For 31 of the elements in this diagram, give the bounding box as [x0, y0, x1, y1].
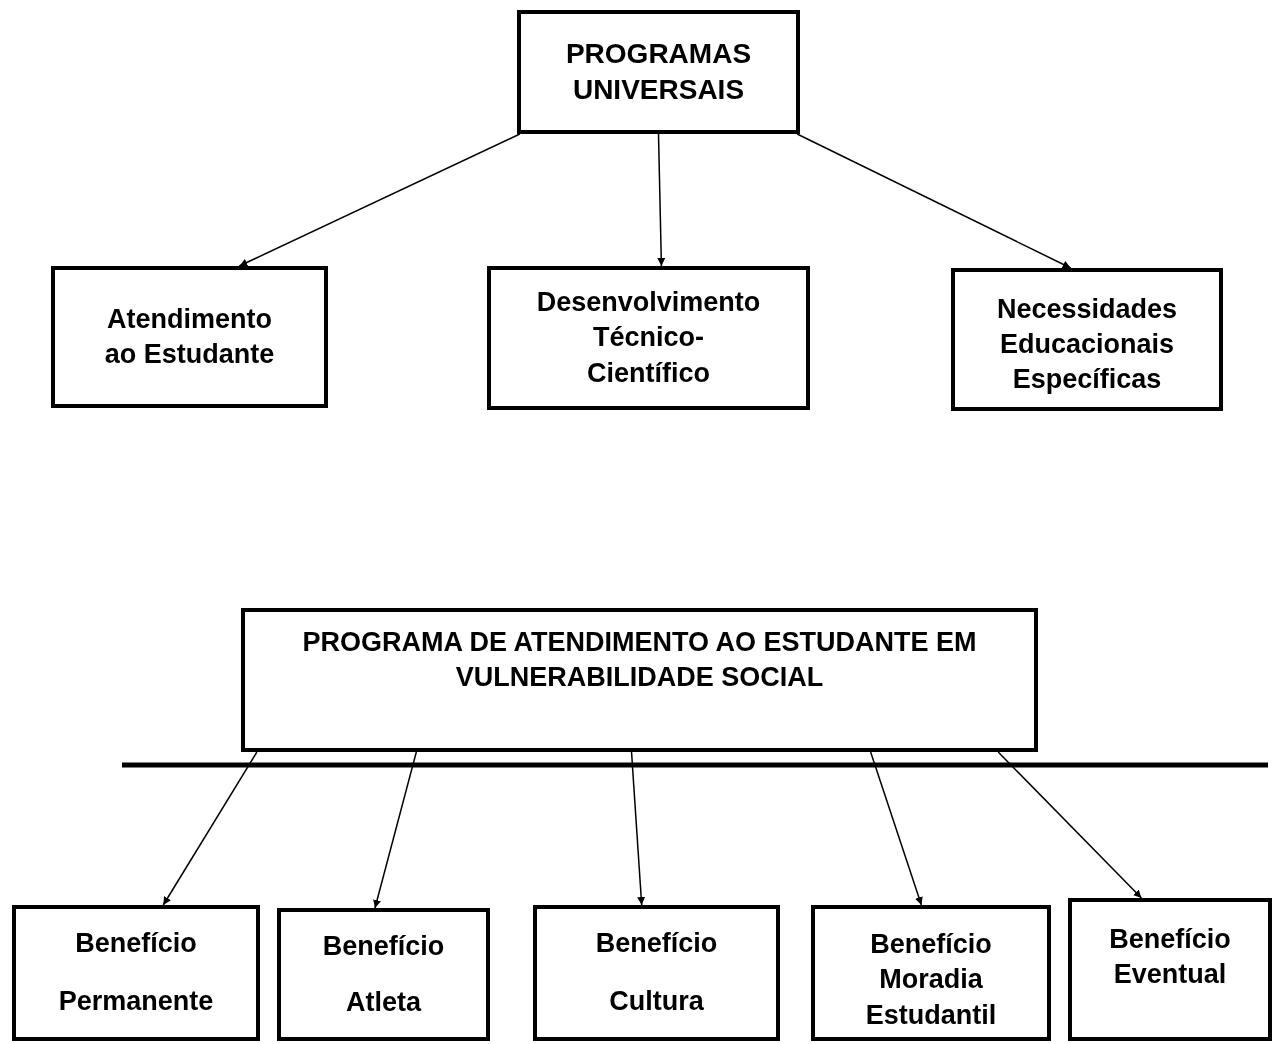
box-label: PROGRAMAS UNIVERSAIS: [564, 36, 753, 107]
box-label: Atleta: [346, 986, 421, 1020]
text-box: [517, 10, 800, 134]
box-label: Benefício Eventual: [1108, 923, 1232, 992]
box-label: Cultura: [609, 985, 704, 1019]
arrow: [796, 133, 1072, 269]
box-label: Desenvolvimento Técnico-Científico: [536, 286, 761, 390]
text-box: [51, 266, 328, 408]
text-box: [277, 908, 490, 1041]
arrow: [869, 751, 923, 906]
box-label: Necessidades Educacionais Específicas: [995, 292, 1179, 397]
arrow: [162, 751, 258, 906]
text-box: [12, 905, 260, 1041]
arrow: [657, 133, 666, 267]
box-label: PROGRAMA DE ATENDIMENTO AO ESTUDANTE EM VULNERABILIDADE SOCIAL: [301, 625, 978, 694]
box-label: Permanente: [58, 985, 214, 1019]
arrow: [630, 751, 646, 906]
text-box: [811, 905, 1051, 1041]
text-box: [533, 905, 780, 1041]
arrow: [238, 133, 521, 267]
box-label: Atendimento ao Estudante: [103, 302, 276, 371]
box-label: Benefício: [595, 927, 718, 961]
box-label: Benefício Moradia Estudantil: [864, 928, 998, 1032]
arrow: [997, 751, 1143, 899]
text-box: [951, 268, 1223, 411]
box-label: Benefício: [75, 927, 197, 961]
text-box: [487, 266, 810, 410]
text-box: [1068, 898, 1272, 1041]
arrow: [373, 751, 418, 909]
text-box: [241, 608, 1038, 752]
box-label: Benefício: [322, 929, 445, 963]
